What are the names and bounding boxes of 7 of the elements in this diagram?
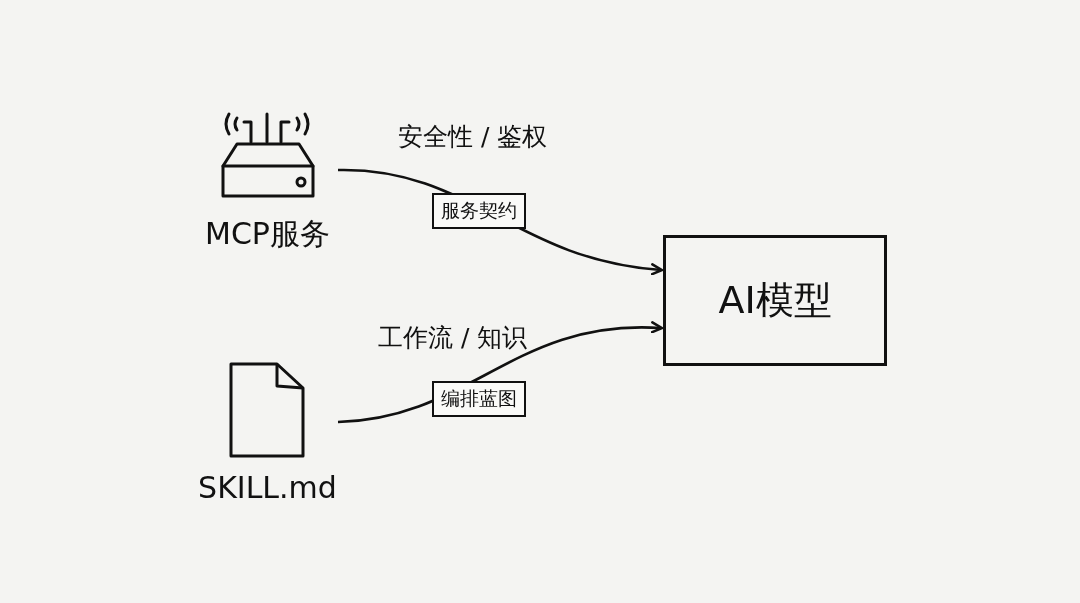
node-caption: MCP服务 — [204, 215, 331, 253]
annotation-text: 安全性 / 鉴权 — [398, 121, 548, 153]
annotation-text: 工作流 / 知识 — [378, 322, 528, 354]
model-box: AI模型 — [663, 235, 887, 366]
edge-label: 服务契约 — [432, 193, 526, 229]
edge-label: 编排蓝图 — [432, 381, 526, 417]
node-caption: SKILL.md — [197, 470, 338, 505]
